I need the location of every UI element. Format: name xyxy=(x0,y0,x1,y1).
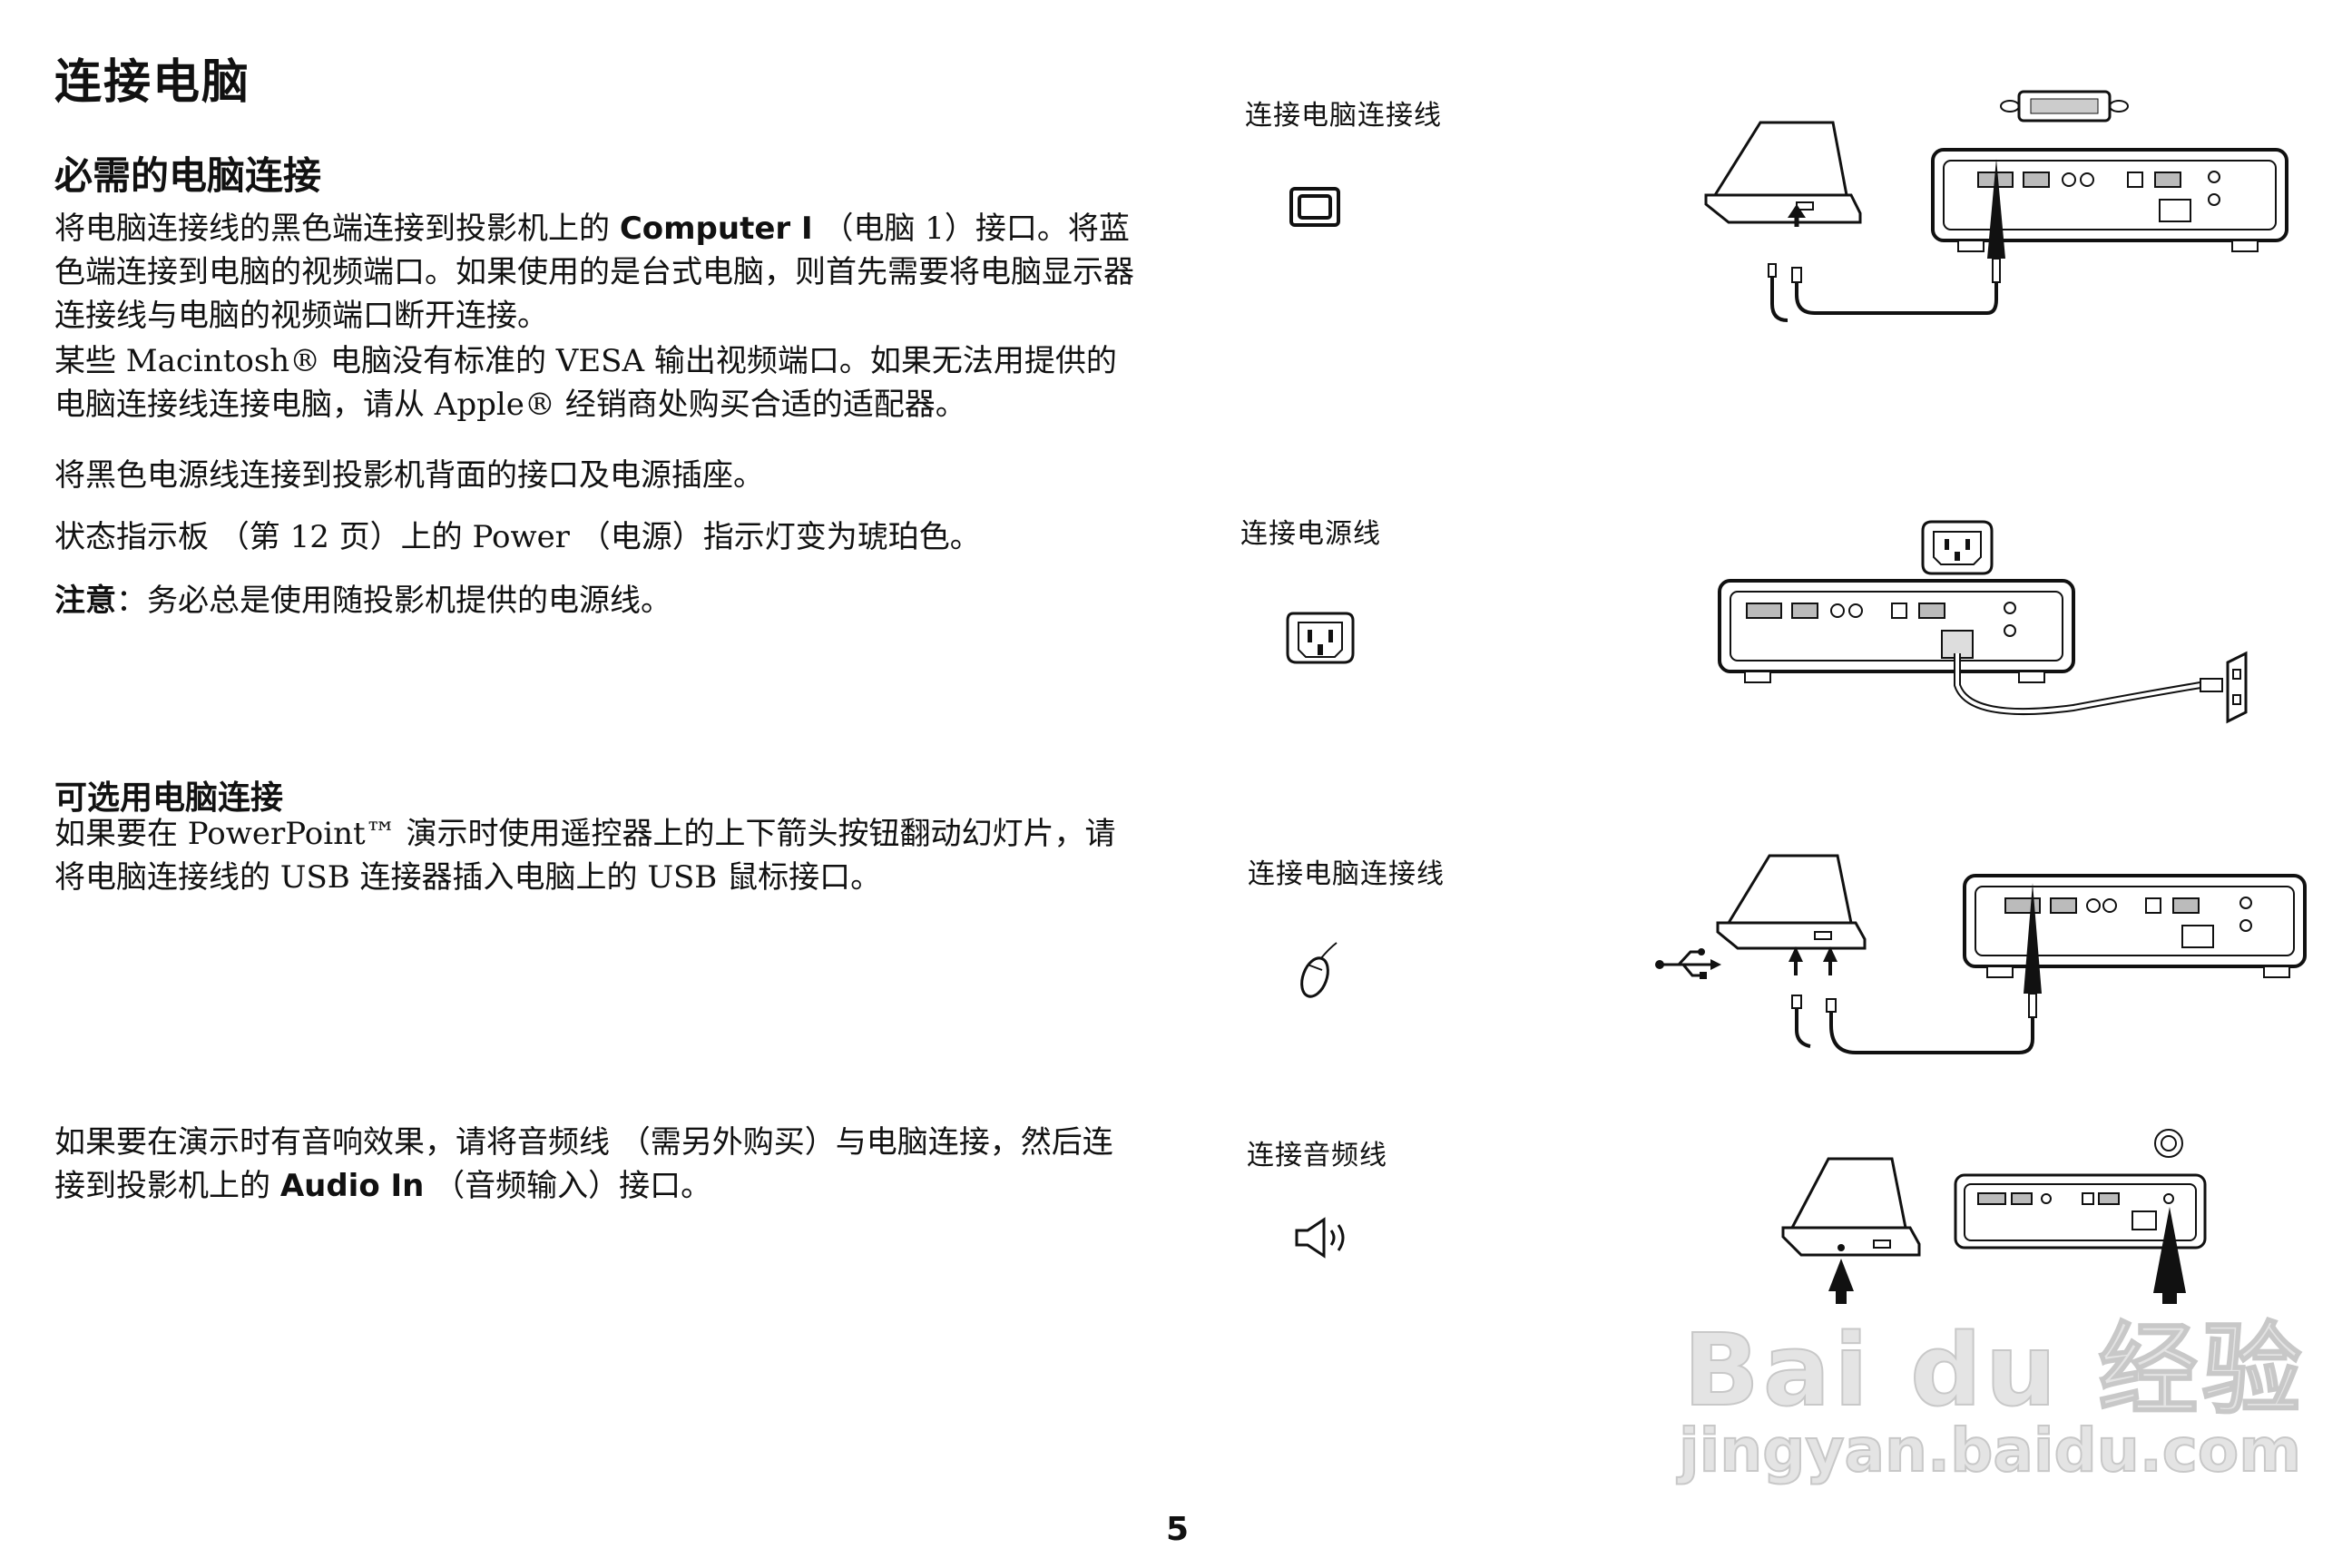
note-label: 注意 xyxy=(54,583,116,619)
paragraph-text: 将电脑连接线的黑色端连接到投影机上的 xyxy=(54,211,620,247)
paragraph-power-indicator: 状态指示板 （第 12 页）上的 Power （电源）指示灯变为琥珀色。 xyxy=(54,519,981,555)
paragraph-text: （音频输入）接口。 xyxy=(424,1168,712,1204)
speaker-icon xyxy=(1295,1217,1345,1259)
usb-icon xyxy=(1655,948,1721,979)
port-name: Audio In xyxy=(279,1168,425,1204)
page-number: 5 xyxy=(1166,1511,1190,1548)
mouse-icon xyxy=(1300,942,1338,998)
laptop-icon xyxy=(1716,854,1867,950)
paragraph-text: 如果要在演示时有音响效果，请将音频线 （需另外购买）与电脑连接，然后连接到投影机… xyxy=(54,1124,1113,1204)
paragraph-usb: 如果要在 PowerPoint™ 演示时使用遥控器上的上下箭头按钮翻动幻灯片，请… xyxy=(54,816,1116,896)
note: 注意：务必总是使用随投影机提供的电源线。 xyxy=(54,579,1143,622)
caption-computer-cable-usb: 连接电脑连接线 xyxy=(1248,858,1445,890)
page-title: 连接电脑 xyxy=(54,55,251,110)
port-name: Computer I xyxy=(619,211,813,247)
power-socket-icon xyxy=(1286,612,1355,664)
paragraph-macintosh: 某些 Macintosh® 电脑没有标准的 VESA 输出视频端口。如果无法用提… xyxy=(54,343,1117,423)
diagram-usb-connection xyxy=(1655,854,2307,1054)
diagram-power-connection xyxy=(1718,520,2248,724)
watermark-url: jingyan.baidu.com xyxy=(1678,1415,2302,1486)
caption-power-cord: 连接电源线 xyxy=(1240,518,1381,550)
paragraph-audio: 如果要在演示时有音响效果，请将音频线 （需另外购买）与电脑连接，然后连接到投影机… xyxy=(54,1121,1143,1208)
projector-rear-icon xyxy=(1931,148,2288,252)
watermark-brand: Bai du 经验 xyxy=(1682,1311,2306,1429)
note-text: ：务必总是使用随投影机提供的电源线。 xyxy=(116,583,671,619)
projector-rear-icon xyxy=(1718,579,2075,683)
laptop-icon xyxy=(1781,1157,1921,1257)
projector-rear-icon xyxy=(1954,1173,2207,1250)
monitor-port-icon xyxy=(1289,187,1340,227)
dvi-connector-icon xyxy=(2000,90,2129,122)
paragraph-text: （电脑 1）接口。将蓝色端连接到电脑的视频端口。如果使用的是台式电脑，则首先需要… xyxy=(54,211,1134,334)
diagram-audio-connection xyxy=(1781,1129,2207,1304)
caption-audio-cable: 连接音频线 xyxy=(1247,1140,1387,1171)
section-title-required: 必需的电脑连接 xyxy=(54,153,322,198)
diagram-computer-connection xyxy=(1704,90,2288,322)
paragraph-power-cord: 将黑色电源线连接到投影机背面的接口及电源插座。 xyxy=(54,457,764,494)
wall-outlet-icon xyxy=(2226,651,2248,724)
caption-computer-cable: 连接电脑连接线 xyxy=(1245,100,1442,132)
projector-rear-icon xyxy=(1963,874,2307,978)
laptop-icon xyxy=(1704,121,1862,224)
section-title-optional: 可选用电脑连接 xyxy=(54,779,284,817)
paragraph-connect-cable: 将电脑连接线的黑色端连接到投影机上的 Computer I （电脑 1）接口。将… xyxy=(54,207,1143,338)
power-socket-large-icon xyxy=(1921,520,1994,575)
audio-jack-icon xyxy=(2154,1129,2183,1158)
